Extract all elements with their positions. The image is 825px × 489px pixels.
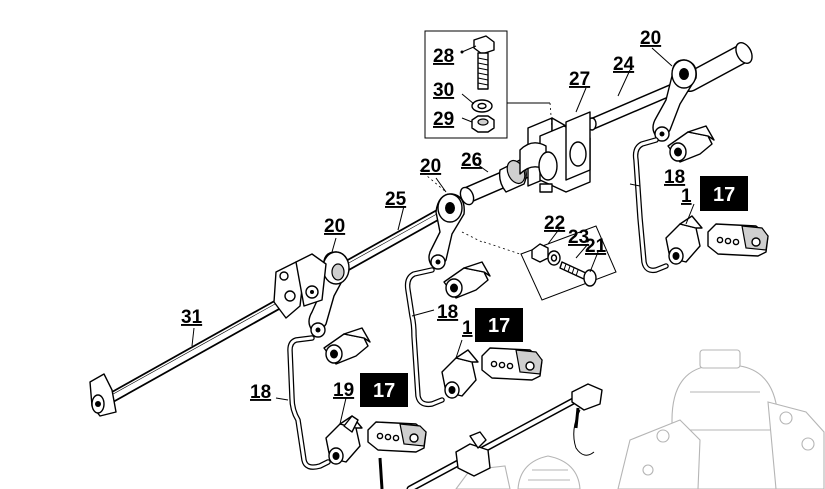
pivot-block-upper-centre [443,261,491,299]
callout-24: 24 [613,54,635,75]
lower-linkage-drawing [378,383,603,489]
callout-31: 31 [181,307,203,328]
leader-lines [191,47,695,425]
pivot-block-lower-left [325,415,363,465]
callout-20-left: 20 [324,216,345,237]
callout-27: 27 [569,69,590,90]
callout-22: 22 [544,213,565,234]
pivot-block-upper-left [323,327,371,365]
callout-18-left: 18 [250,382,271,403]
callout-19-left: 19 [333,380,354,401]
link-rod-18-right [632,137,669,274]
callout-25: 25 [385,189,407,210]
callout-17-right: 17 [713,184,735,206]
callout-28: 28 [433,46,454,67]
callout-18-right: 18 [664,167,685,188]
coupling-clamp [519,111,591,193]
fastener-inset-box-lower [483,225,617,301]
link-rod-18-left [287,335,331,470]
badge-17-left [360,373,408,407]
badge-17-right [700,176,748,211]
callout-17-left: 17 [373,380,395,402]
clevis-17-centre [481,347,543,381]
callout-29: 29 [433,109,454,130]
pivot-block-lower-centre [441,349,479,399]
callout-badges: 17 17 17 [360,176,748,407]
background-carburettor-drawing [455,349,825,489]
callout-30: 30 [433,80,454,101]
lever-arm-20-centre [428,193,465,270]
clevis-17-right [707,223,769,257]
callout-18-centre: 18 [437,302,458,323]
callout-26: 26 [461,150,482,171]
clevis-17-left [367,421,427,453]
callout-20-centre: 20 [420,156,441,177]
callout-17-centre: 17 [488,315,510,337]
callout-21: 21 [585,236,607,257]
callout-19-centre: 1 [462,318,473,339]
link-rod-18-centre [404,267,445,408]
callout-labels: 31 18 19 20 25 20 26 18 1 28 30 29 27 24… [181,28,692,403]
pivot-block-lower-right [665,215,703,265]
lever-arm-20-left [308,251,350,338]
callout-20-right: 20 [640,28,661,49]
fastener-inset-box [424,30,553,139]
pivot-block-upper-right [667,125,715,163]
shaft-bracket-left [273,253,327,319]
callout-19-right: 1 [681,186,692,207]
lever-arm-20-right [652,59,697,142]
badge-17-centre [475,308,523,342]
callout-23: 23 [568,227,589,248]
